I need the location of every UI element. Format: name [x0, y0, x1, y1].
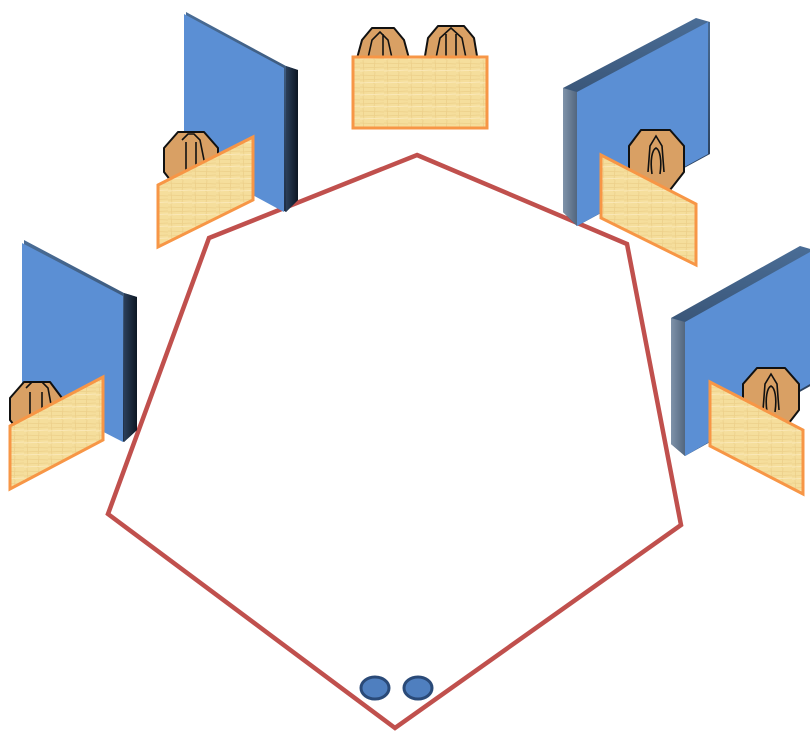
person-icon	[423, 25, 479, 63]
desk	[599, 152, 698, 268]
desk	[351, 55, 489, 130]
room-perimeter	[105, 152, 684, 731]
workstation-upper-left	[156, 12, 298, 250]
workstation-left	[8, 240, 137, 492]
desk	[156, 134, 255, 250]
circle-marker-icon	[359, 675, 391, 701]
workstation-upper-right	[563, 18, 710, 268]
workstation-top	[351, 25, 489, 130]
desk	[708, 379, 805, 497]
circle-marker-icon	[402, 675, 434, 701]
desk	[8, 374, 105, 492]
marker-group	[359, 675, 434, 701]
workstation-right	[671, 246, 810, 497]
